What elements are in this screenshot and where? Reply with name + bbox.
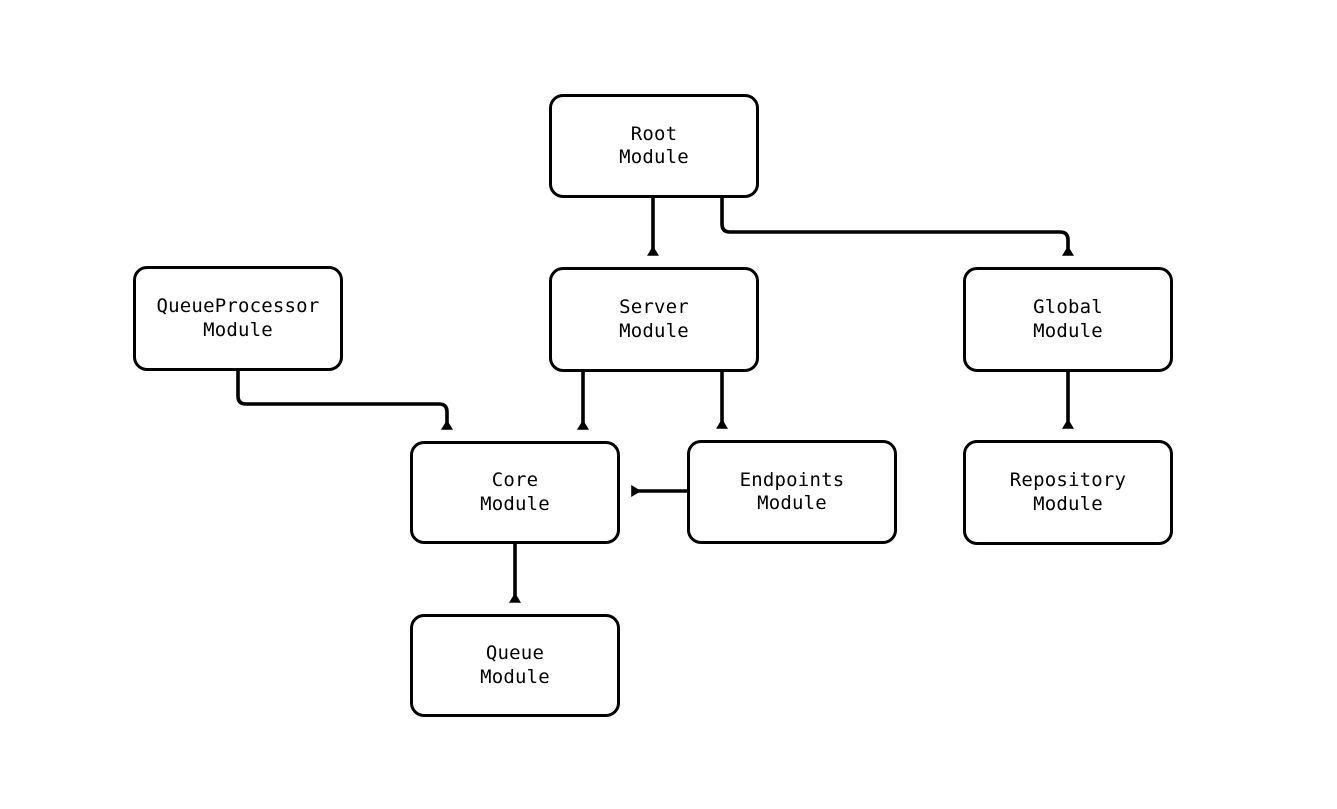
node-core[interactable]: Core Module [410, 441, 620, 544]
node-repository-line1: Repository [1009, 469, 1127, 492]
edge-root-to-global [720, 198, 1074, 256]
node-endpoints[interactable]: Endpoints Module [687, 440, 897, 544]
node-queueprocessor[interactable]: QueueProcessor Module [133, 266, 343, 371]
node-global[interactable]: Global Module [963, 267, 1173, 372]
node-server-line1: Server [619, 296, 689, 319]
node-endpoints-line1: Endpoints [739, 468, 845, 491]
node-queue[interactable]: Queue Module [410, 614, 620, 717]
node-global-line2: Module [1033, 319, 1103, 342]
node-global-line1: Global [1033, 296, 1103, 319]
edge-queueprocessor-to-core [236, 371, 453, 430]
node-root-line2: Module [619, 146, 689, 168]
node-repository[interactable]: Repository Module [963, 440, 1173, 545]
node-repository-line2: Module [1033, 492, 1103, 515]
node-queueprocessor-line2: Module [203, 318, 273, 341]
node-queue-line1: Queue [485, 642, 545, 665]
node-root-line1: Root [630, 122, 678, 145]
node-server[interactable]: Server Module [549, 267, 759, 372]
node-queueprocessor-line1: QueueProcessor [156, 295, 320, 318]
node-core-line2: Module [480, 492, 550, 515]
node-root[interactable]: Root Module [549, 94, 759, 198]
node-endpoints-line2: Module [757, 492, 827, 514]
node-core-line1: Core [491, 469, 539, 492]
node-server-line2: Module [619, 319, 689, 342]
node-queue-line2: Module [480, 665, 550, 688]
